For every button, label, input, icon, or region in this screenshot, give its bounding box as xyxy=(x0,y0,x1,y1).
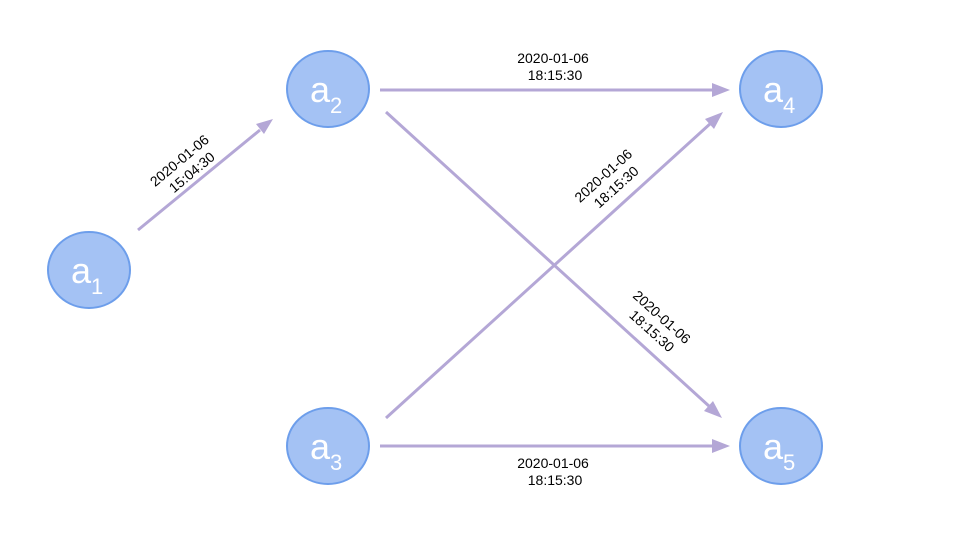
node-label-sub: 4 xyxy=(783,93,795,118)
edge-line xyxy=(137,128,261,232)
node-circle xyxy=(739,50,823,128)
edge-a1-a2: 2020-01-06 15:04:30 xyxy=(137,119,273,232)
node-a5: a5 xyxy=(739,407,823,485)
node-label-sub: 5 xyxy=(783,450,795,475)
edge-label-date: 2020-01-06 xyxy=(517,50,589,66)
edge-a2-a4: 2020-01-06 18:15:30 xyxy=(380,50,730,97)
node-label-sub: 3 xyxy=(330,450,342,475)
node-label: a3 xyxy=(310,426,342,475)
node-label-base: a xyxy=(763,69,784,110)
node-label: a4 xyxy=(763,69,795,118)
edge-label-date: 2020-01-06 xyxy=(517,455,589,471)
arrowhead xyxy=(712,439,730,453)
arrowhead xyxy=(704,401,722,418)
node-label: a1 xyxy=(71,250,103,299)
node-label-sub: 2 xyxy=(330,93,342,118)
node-a1: a1 xyxy=(47,231,131,309)
edge-label-a2-a4: 2020-01-06 18:15:30 xyxy=(517,50,593,83)
node-label-sub: 1 xyxy=(91,274,103,299)
arrowhead xyxy=(712,83,730,97)
node-label: a2 xyxy=(310,69,342,118)
node-label-base: a xyxy=(71,250,92,291)
edge-line xyxy=(384,121,713,420)
edge-label-time: 18:15:30 xyxy=(528,67,583,83)
edge-label-a2-a5: 2020-01-06 18:15:30 xyxy=(619,287,697,362)
edge-a3-a5: 2020-01-06 18:15:30 xyxy=(380,439,730,488)
node-label-base: a xyxy=(310,69,331,110)
node-label: a5 xyxy=(763,426,795,475)
arrowhead xyxy=(705,112,723,129)
node-circle xyxy=(286,50,370,128)
node-a3: a3 xyxy=(286,407,370,485)
node-circle xyxy=(739,407,823,485)
node-circle xyxy=(47,231,131,309)
edge-label-a3-a4: 2020-01-06 18:15:30 xyxy=(571,143,649,218)
edge-label-a3-a5: 2020-01-06 18:15:30 xyxy=(517,455,593,488)
edge-label-time: 18:15:30 xyxy=(528,472,583,488)
arrowhead xyxy=(256,119,273,134)
node-a4: a4 xyxy=(739,50,823,128)
node-a2: a2 xyxy=(286,50,370,128)
node-circle xyxy=(286,407,370,485)
node-label-base: a xyxy=(763,426,784,467)
edge-line xyxy=(384,110,712,409)
node-label-base: a xyxy=(310,426,331,467)
